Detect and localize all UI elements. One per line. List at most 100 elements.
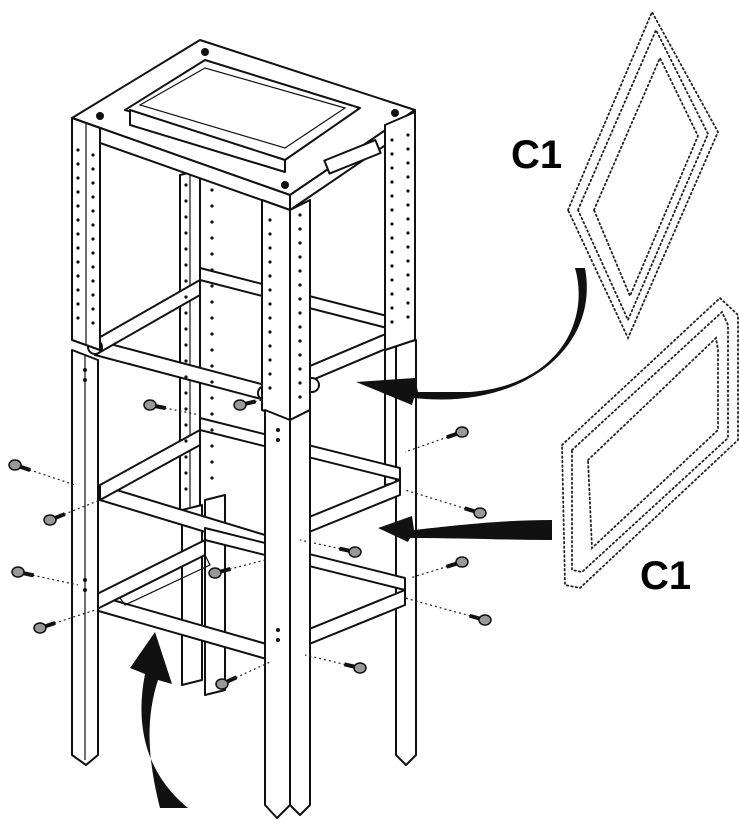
hole [210,204,214,208]
front-right-leg-upper [384,111,416,351]
hole [298,395,302,399]
hole [390,236,394,240]
hole [390,264,394,268]
hole [406,301,410,305]
hole [406,245,410,249]
hole [210,396,214,400]
screw-icon [404,597,492,626]
hole [210,188,214,192]
hole [390,152,394,156]
hole [268,302,272,306]
panel-label-c1-top: C1 [511,133,563,177]
hole [406,147,410,151]
hole [184,327,188,331]
screw-icon [11,566,79,586]
hole [91,223,95,227]
hole [390,222,394,226]
hole [184,279,188,283]
hole [76,176,80,180]
hole [210,476,214,480]
hole [184,375,188,379]
hole [268,372,272,376]
hole [91,167,95,171]
post-holes [76,133,410,491]
hole [406,203,410,207]
curved-arrow-icon [356,268,587,405]
hole [76,204,80,208]
hole [390,166,394,170]
hole [210,236,214,240]
hole [298,367,302,371]
hole [184,487,188,491]
hole [91,307,95,311]
hole [268,386,272,390]
hole [268,316,272,320]
hole [406,133,410,137]
hole [91,181,95,185]
screw-icon [299,539,362,558]
front-center-leg-upper [261,199,311,421]
hole [91,265,95,269]
hole [76,232,80,236]
screw-icon [33,609,96,634]
hole [406,273,410,277]
hole [76,302,80,306]
hole [91,153,95,157]
hole [76,260,80,264]
hole [184,183,188,187]
hole [76,190,80,194]
hole [184,199,188,203]
hole [184,263,188,267]
hole [390,180,394,184]
hole [298,283,302,287]
hole [210,444,214,448]
front-left-leg-upper [71,117,101,351]
screw-icon [409,556,469,579]
upper-brace [87,267,403,401]
screw-icon [143,399,201,416]
hole [298,213,302,217]
hole [76,288,80,292]
screw-icon [8,459,76,486]
hole [406,287,410,291]
top-frame [71,39,416,211]
curved-arrow-icon [378,516,552,542]
front-center-leg-lower [264,409,311,819]
hole [268,288,272,292]
hole [210,364,214,368]
hole [268,218,272,222]
hole [298,353,302,357]
hole [91,237,95,241]
hole [298,227,302,231]
hole [390,194,394,198]
hole [184,407,188,411]
hole [298,255,302,259]
curved-arrow-icon [130,632,188,808]
hole [76,246,80,250]
hole [268,232,272,236]
panel-label-c1-bottom: C1 [640,554,692,598]
hole [184,247,188,251]
hole [210,284,214,288]
hole [390,250,394,254]
hole [390,208,394,212]
screw-icon [43,499,101,526]
hole [76,162,80,166]
hole [184,423,188,427]
back-left-leg-upper [179,169,201,516]
middle-brace [99,417,401,551]
hole [210,412,214,416]
hole [406,259,410,263]
hole [406,175,410,179]
hole [184,391,188,395]
hole [184,455,188,459]
hole [298,297,302,301]
hole [210,380,214,384]
hole [268,344,272,348]
hole [184,295,188,299]
hole [298,339,302,343]
hole [91,293,95,297]
screws [8,399,492,690]
hole [210,348,214,352]
hole [406,217,410,221]
